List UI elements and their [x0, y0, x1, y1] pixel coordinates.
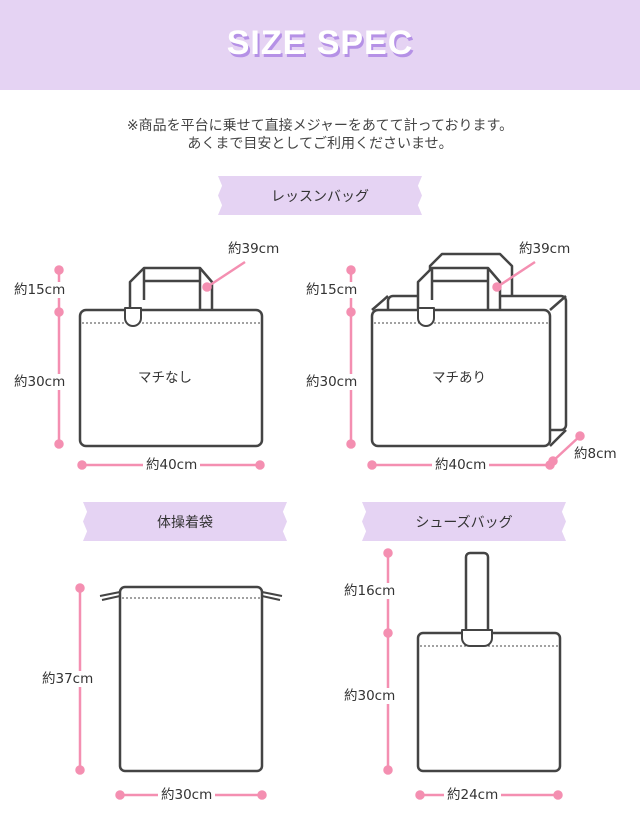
flat-handle-height: 約15cm [14, 282, 66, 298]
header-band [0, 0, 640, 90]
flat-bag-width: 約40cm [143, 457, 201, 473]
gym-bag-drawing [99, 585, 283, 773]
flat-lesson-bag-drawing [78, 266, 264, 448]
gusset-lesson-bag-drawing [370, 252, 568, 448]
gusset-bag-width: 約40cm [432, 457, 490, 473]
flat-handle-length: 約39cm [228, 241, 280, 257]
section-title-lesson-bag: レッスンバッグ [218, 176, 422, 215]
note-line-2: あくまで目安としてご利用くださいませ。 [187, 136, 453, 152]
flat-bag-height: 約30cm [14, 374, 66, 390]
flat-bag-name: マチなし [138, 370, 192, 386]
gusset-handle-length: 約39cm [519, 241, 571, 257]
shoe-bag-height: 約30cm [344, 688, 396, 704]
page-title: SIZE SPEC [226, 24, 414, 62]
gym-bag-height: 約37cm [42, 671, 94, 687]
shoe-bag-drawing [416, 551, 562, 773]
shoe-bag-handle-height: 約16cm [344, 583, 396, 599]
gusset-bag-name: マチあり [432, 370, 486, 386]
gusset-bag-height: 約30cm [306, 374, 358, 390]
note-line-1: ※商品を平台に乗せて直接メジャーをあてて計っております。 [126, 118, 514, 134]
gusset-bag-depth: 約8cm [574, 446, 617, 462]
shoe-bag-width: 約24cm [444, 787, 502, 803]
gym-bag-width: 約30cm [158, 787, 216, 803]
gusset-handle-height: 約15cm [306, 282, 358, 298]
section-title-shoe-bag: シューズバッグ [362, 502, 566, 541]
section-title-gym-bag: 体操着袋 [83, 502, 287, 541]
